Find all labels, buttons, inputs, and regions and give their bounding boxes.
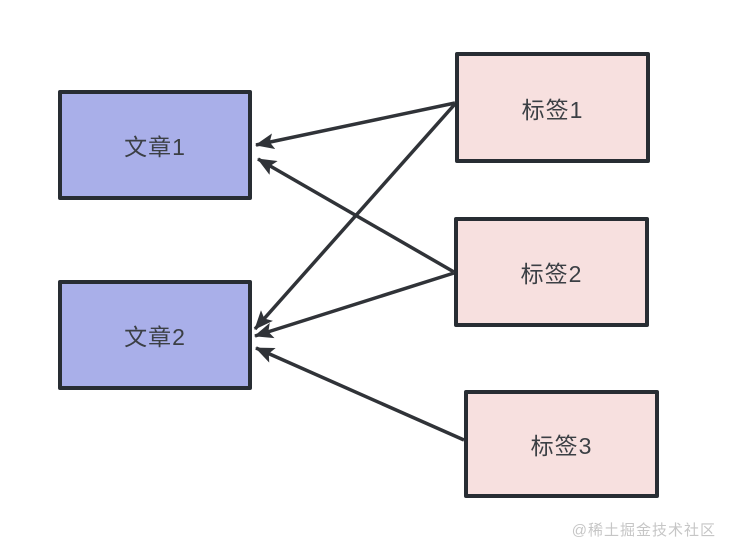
node-tag1: 标签1 (455, 52, 650, 163)
node-article2: 文章2 (58, 280, 252, 390)
watermark: @稀土掘金技术社区 (571, 522, 716, 539)
node-article1-label: 文章1 (124, 134, 186, 160)
edge-tag2-article2 (254, 271, 455, 339)
node-tag2: 标签2 (454, 217, 649, 327)
node-tag2-label: 标签2 (520, 261, 583, 287)
edge-tag1-article2 (253, 102, 457, 331)
node-article2-label: 文章2 (124, 324, 186, 350)
edge-tag3-article2 (255, 346, 465, 442)
node-tag1-label: 标签1 (521, 96, 584, 123)
node-article1: 文章1 (58, 90, 252, 200)
edge-tag2-article1 (257, 157, 455, 274)
node-tag3: 标签3 (464, 390, 659, 498)
node-tag3-label: 标签3 (530, 433, 593, 459)
edge-tag1-article1 (255, 101, 456, 150)
